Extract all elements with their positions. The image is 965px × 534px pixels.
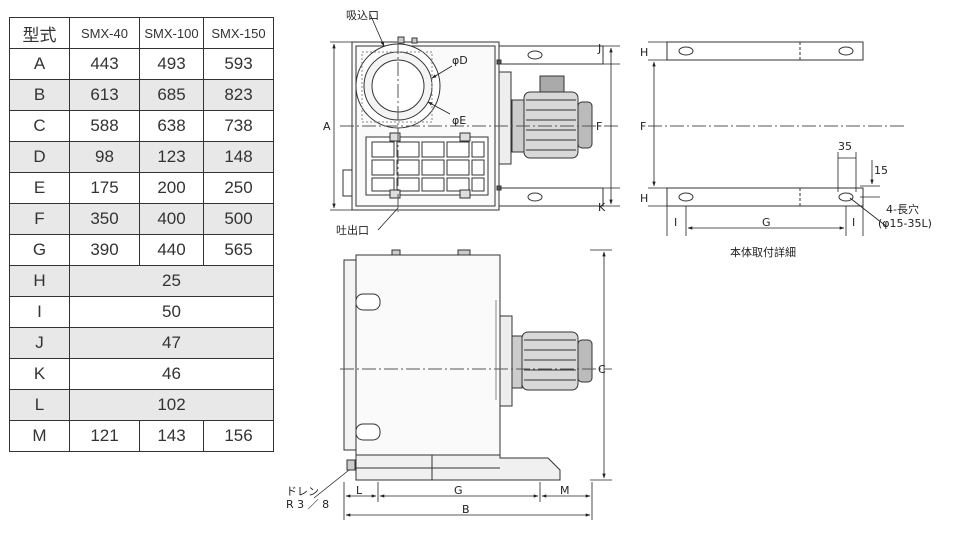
table-cell: 型式: [9, 17, 70, 49]
table-cell: I: [9, 296, 70, 328]
dim-b-label: B: [462, 503, 470, 516]
motor-top: [498, 71, 593, 165]
table-cell: 613: [69, 79, 140, 111]
table-cell: 500: [203, 203, 274, 235]
table-cell: 400: [139, 203, 204, 235]
table-cell: 156: [203, 420, 274, 452]
dim-g-mount-label: G: [762, 216, 771, 229]
table-cell: J: [9, 327, 70, 359]
table-cell: C: [9, 110, 70, 142]
table-cell: 148: [203, 141, 274, 173]
table-cell: 47: [69, 327, 274, 359]
table-cell: D: [9, 141, 70, 173]
slot-label-2: (φ15-35L): [878, 217, 932, 230]
dim-c-label: C: [598, 363, 606, 376]
mount-detail: [648, 41, 905, 207]
phi-e-label: φE: [452, 114, 466, 127]
dim-j-label: J: [597, 42, 601, 55]
table-cell: 493: [139, 48, 204, 80]
table-cell: 25: [69, 265, 274, 297]
side-view: [340, 249, 612, 481]
table-cell: 123: [139, 141, 204, 173]
table-cell: 98: [69, 141, 140, 173]
dim-f-mount-label: F: [640, 120, 646, 133]
dim-15-label: 15: [874, 164, 888, 177]
table-cell: F: [9, 203, 70, 235]
table-cell: 121: [69, 420, 140, 452]
top-view-dims: [330, 13, 620, 231]
table-cell: M: [9, 420, 70, 452]
drain-label-1: ドレン: [286, 485, 319, 498]
table-cell: 638: [139, 110, 204, 142]
slot-label-1: 4-長穴: [886, 202, 919, 216]
table-cell: 593: [203, 48, 274, 80]
motor-side: [499, 315, 593, 407]
table-cell: SMX-40: [69, 17, 140, 49]
table-cell: 143: [139, 420, 204, 452]
table-cell: SMX-150: [203, 17, 274, 49]
side-view-dims: [313, 249, 612, 520]
dim-l-label: L: [356, 484, 363, 497]
dim-m-label: M: [560, 484, 570, 497]
dim-i-right-label: I: [852, 216, 855, 229]
dim-i-left-label: I: [674, 216, 677, 229]
table-cell: 823: [203, 79, 274, 111]
table-cell: 102: [69, 389, 274, 421]
mount-caption: 本体取付詳細: [730, 245, 796, 259]
filter-grille: [365, 132, 489, 199]
intake-flange: [355, 43, 441, 129]
table-cell: 685: [139, 79, 204, 111]
outlet-label: 吐出口: [336, 223, 369, 237]
intake-label: 吸込口: [346, 9, 379, 22]
table-cell: 565: [203, 234, 274, 266]
table-cell: 250: [203, 172, 274, 204]
dim-h-top-label: H: [640, 46, 648, 59]
dim-k-label: K: [598, 201, 606, 214]
table-cell: H: [9, 265, 70, 297]
dim-g-label: G: [454, 484, 463, 497]
table-cell: 443: [69, 48, 140, 80]
phi-d-label: φD: [452, 54, 468, 67]
table-cell: L: [9, 389, 70, 421]
dim-f-label: F: [596, 120, 602, 133]
top-view: [340, 36, 620, 212]
dim-h-bottom-label: H: [640, 192, 648, 205]
table-cell: 440: [139, 234, 204, 266]
table-cell: 738: [203, 110, 274, 142]
dim-35-label: 35: [838, 140, 852, 153]
dim-a-label: A: [323, 120, 331, 133]
table-cell: 175: [69, 172, 140, 204]
drain-label-2: R 3 ／ 8: [286, 498, 329, 511]
mount-detail-dims: [648, 41, 887, 236]
